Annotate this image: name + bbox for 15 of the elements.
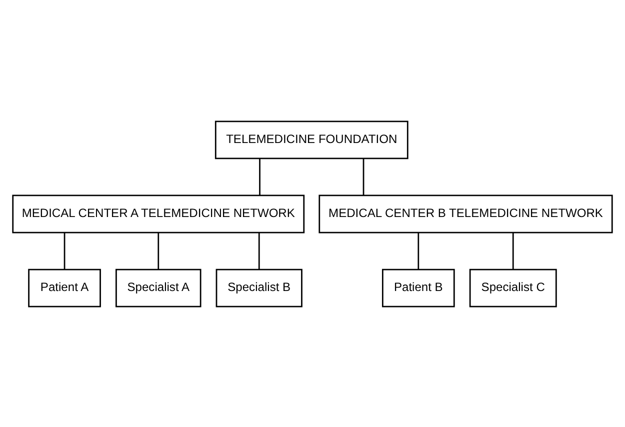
node-box: Specialist A [116,268,202,307]
node-box: TELEMEDICINE FOUNDATION [214,120,408,159]
node-box: Patient B [382,268,455,307]
node-box: MEDICAL CENTER A TELEMEDICINE NETWORK [12,194,305,233]
connector [259,158,260,195]
node-box: MEDICAL CENTER B TELEMEDICINE NETWORK [318,194,613,233]
connector [362,158,364,195]
node-box: Specialist C [469,268,557,307]
node-box: Patient A [28,268,101,307]
connector [418,232,420,269]
connector [258,232,260,269]
connector [158,232,160,269]
connector [64,232,66,269]
connector [512,232,514,269]
node-box: Specialist B [216,268,302,307]
